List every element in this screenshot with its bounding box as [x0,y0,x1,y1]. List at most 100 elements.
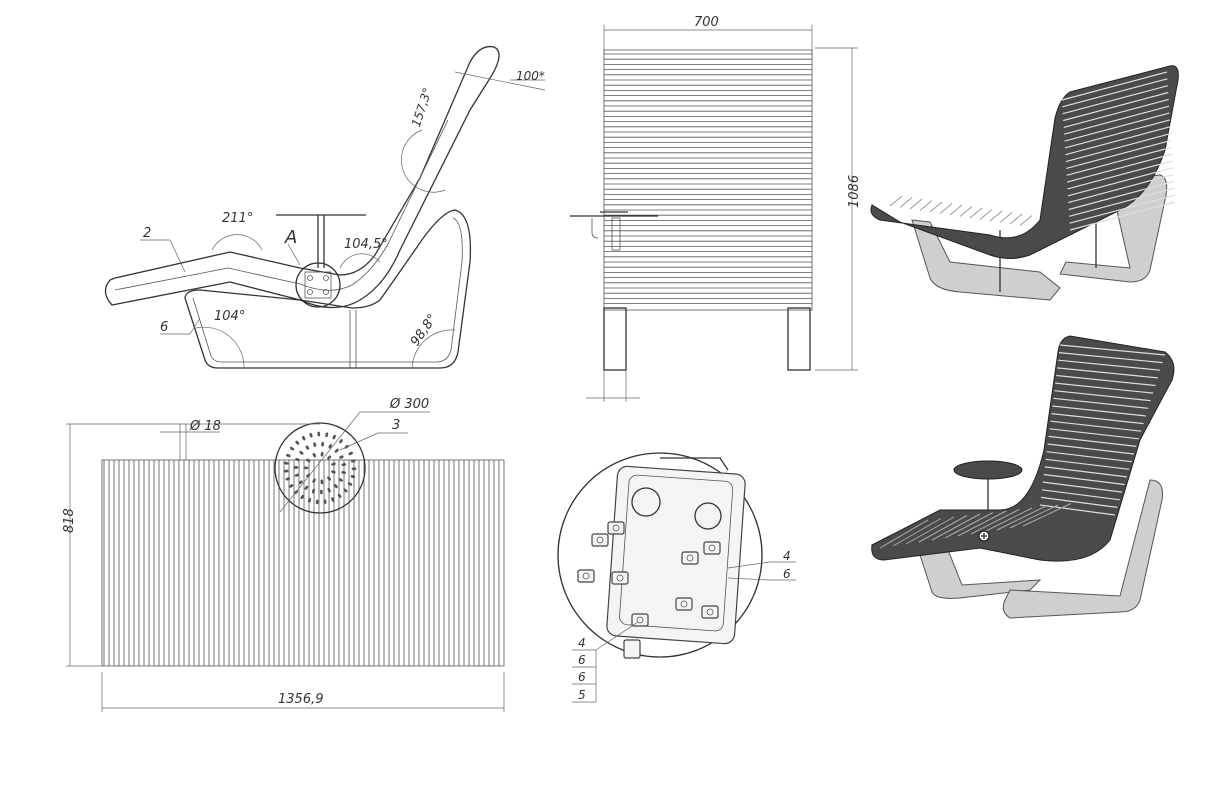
render-2-seat-slat [918,515,968,543]
front-leg-right [787,307,811,371]
table-holes [283,431,357,505]
table-hole [320,479,324,485]
detail-callout-left-2: 6 [578,653,586,667]
render-1-seat-slat [939,203,953,214]
render-2-slat [1043,473,1125,486]
render-1-slat [1063,105,1170,135]
render-1-slat [1069,201,1176,231]
table-hole [293,465,299,469]
table-hole [315,499,319,505]
render-2-slat [1047,443,1135,455]
table-hole [350,459,356,463]
bolt-head [681,551,699,565]
table-hole [306,458,311,463]
table-hole [321,441,325,447]
table-hole [325,432,329,438]
bolt-head [703,541,721,555]
detail-callout-right-2: 6 [783,567,791,581]
table-hole [319,489,323,495]
render-1-seat-slat [919,200,933,211]
table-hole [332,434,336,440]
render-2-slat [1050,420,1142,432]
table-disc-top [274,422,366,514]
table-hole [320,451,324,457]
render-1-seat-slat [989,210,1003,222]
table-hole [302,435,306,441]
render-1-seat-slat [1019,215,1033,226]
render-2-slat [1059,344,1166,356]
render-2-slat [1042,481,1123,493]
table-hole [328,444,332,449]
bolt-bottom [623,639,641,659]
bolt-center [686,554,694,562]
slat-diameter-label: Ø 18 [189,419,221,434]
render-1-slat [1063,91,1169,122]
bracket-plate [606,465,746,645]
table-hole [339,455,344,459]
render-2-seat-slat [944,512,994,539]
table-hole [289,446,295,451]
table-hole [295,440,300,445]
top-view: 818 1356,9 Ø 18 Ø 300 3 [62,397,505,712]
render-1-slat [1063,98,1169,128]
render-2-seat-slat [983,507,1033,533]
detail-callout-left-3: 6 [578,670,586,684]
render-1-seat-slat [899,197,913,208]
frame-outline-side [184,209,472,369]
table-hole [347,482,353,486]
render-view-2 [871,335,1175,619]
bolt-head [701,605,719,619]
render-1-seat-slat [1009,213,1023,225]
table-hole [294,473,300,477]
table-hole [312,478,316,483]
angle-211-label: 211° [222,211,253,226]
hub-joint [295,262,341,308]
render-2-table [953,460,1023,480]
section-a-label: A [284,227,297,248]
render-2-slat [1058,352,1163,364]
bolt-center [636,616,644,624]
table-hole [323,499,327,504]
table-hole [331,462,336,466]
side-view: 157,3° 100* 211° 2 A 104,5° 104° 6 98,8° [104,45,546,369]
table-hole [303,466,309,470]
render-1-slat [1067,167,1174,197]
render-2-seat-slat [1022,503,1072,527]
render-2-slat [1040,496,1118,508]
callout-3-label: 3 [392,418,400,433]
table-hole [350,475,356,479]
bolt-center [680,600,688,608]
render-2-slat [1057,367,1158,379]
angle-104-label: 104° [214,309,245,324]
render-1-slat [1061,71,1168,101]
table-hole [327,487,331,493]
table-hole [306,473,311,478]
table-hole [312,452,316,458]
callout-6-label: 6 [160,320,168,335]
render-2-slat [1044,466,1127,478]
length-1356-label: 1356,9 [278,692,324,707]
bolt-center [612,524,620,532]
render-1-slat [1065,126,1171,156]
table-hole [298,480,303,485]
render-2-seat-slat [996,506,1046,531]
table-hole [283,469,289,473]
top-slats [103,460,500,666]
bolt-center [708,544,716,552]
height-1086-label: 1086 [847,175,862,208]
bolt-center [706,608,714,616]
front-view: 700 1086 [570,15,862,402]
table-hole [317,431,321,437]
table-hole [288,484,294,488]
table-hole [333,484,338,489]
render-1-slat [1067,160,1173,190]
render-2-seat-slat [957,510,1007,537]
render-2-slat [1054,390,1151,402]
render-1-seat-slat [909,198,923,210]
angle-104-5-label: 104,5° [344,237,388,252]
render-2-seat-slat [1009,504,1059,529]
detail-callout-left-4: 5 [578,688,586,702]
render-1-seat-slat [929,201,943,213]
render-2-slats [879,344,1166,549]
